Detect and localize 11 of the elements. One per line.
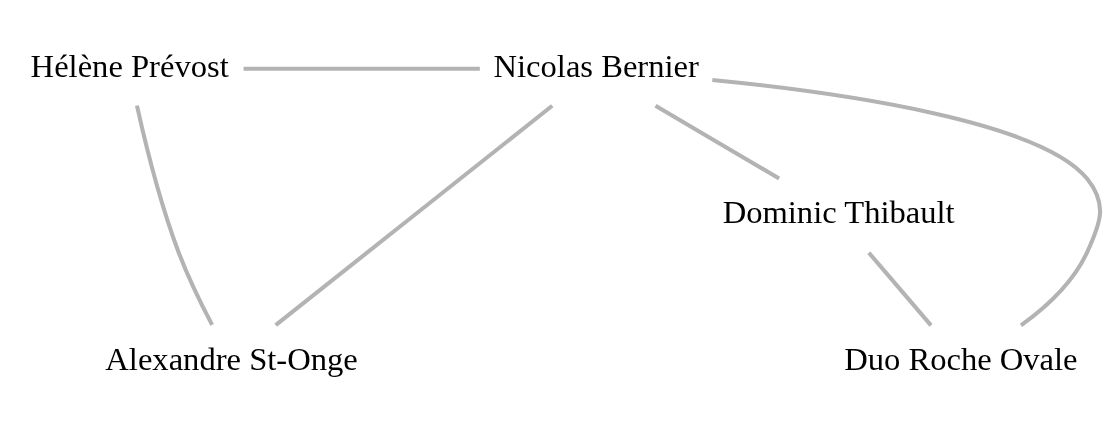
connector	[134, 104, 214, 326]
connector	[243, 66, 480, 71]
node-text: Duo Roche Ovale	[844, 340, 1078, 377]
node-text: Nicolas Bernier	[493, 47, 699, 84]
connector	[867, 250, 933, 327]
node-text: Alexandre St-Onge	[105, 340, 358, 377]
node-text: Dominic Thibault	[722, 193, 955, 230]
connector	[274, 103, 554, 327]
connector	[712, 77, 1103, 327]
node-text: Hélène Prévost	[30, 47, 229, 84]
connector	[654, 103, 781, 180]
